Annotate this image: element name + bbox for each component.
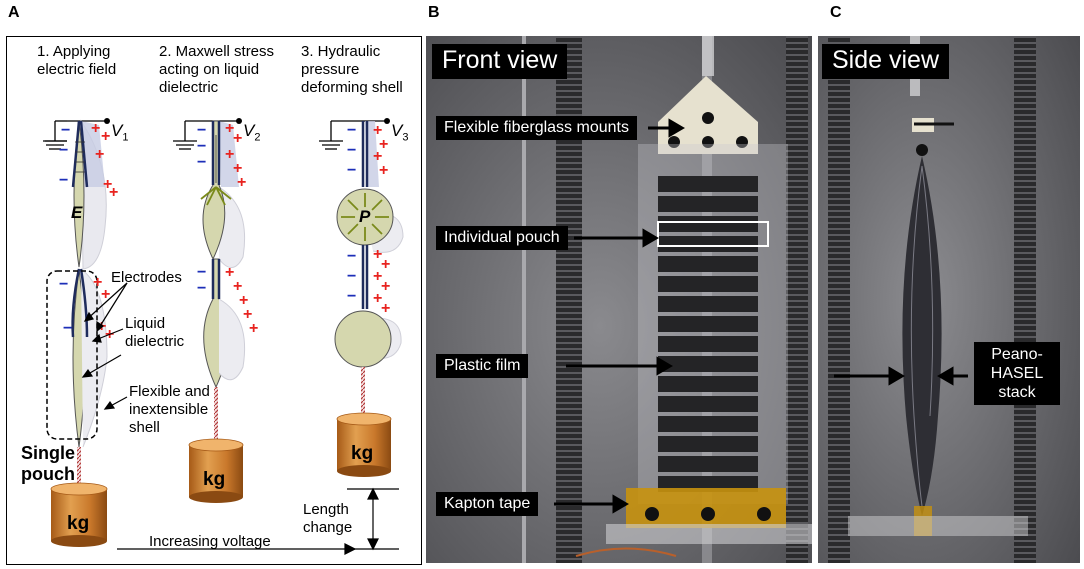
pouch-column-3: −−− −−− ++++ +++ +++ bbox=[319, 118, 404, 477]
electrodes-label: Electrodes bbox=[111, 269, 182, 286]
panel-letter-b: B bbox=[428, 4, 440, 21]
svg-text:−: − bbox=[59, 172, 68, 189]
plastic-film-label: Plastic film bbox=[436, 354, 529, 378]
svg-text:+: + bbox=[91, 120, 100, 137]
svg-text:+: + bbox=[379, 136, 388, 153]
svg-text:−: − bbox=[347, 268, 356, 285]
svg-text:+: + bbox=[373, 290, 382, 307]
svg-text:+: + bbox=[101, 128, 110, 145]
svg-text:−: − bbox=[347, 142, 356, 159]
svg-text:+: + bbox=[373, 148, 382, 165]
panel-b-front-view-photo: Front view Flexible fiberglass mounts In… bbox=[426, 36, 812, 563]
increasing-voltage-label: Increasing voltage bbox=[149, 533, 271, 550]
field-symbol: E bbox=[71, 203, 83, 222]
svg-text:+: + bbox=[373, 122, 382, 139]
weight-1-label: kg bbox=[67, 513, 90, 534]
weight-3-label: kg bbox=[351, 443, 374, 464]
pouch-column-1: −−− −− +++ ++ ++++ bbox=[43, 118, 118, 547]
svg-text:+: + bbox=[103, 176, 112, 193]
length-change-label: Length change bbox=[303, 501, 353, 536]
svg-text:+: + bbox=[233, 278, 242, 295]
svg-text:−: − bbox=[347, 288, 356, 305]
side-view-title: Side view bbox=[822, 44, 949, 79]
svg-text:−: − bbox=[197, 122, 206, 139]
step-3-label: 3. Hydraulic pressure deforming shell bbox=[301, 43, 403, 96]
svg-text:+: + bbox=[109, 184, 118, 201]
svg-text:+: + bbox=[379, 162, 388, 179]
voltage-v3: V3 bbox=[391, 121, 409, 144]
panel-letter-c: C bbox=[830, 4, 842, 21]
svg-text:+: + bbox=[381, 256, 390, 273]
svg-text:+: + bbox=[101, 286, 110, 303]
individual-pouch-label: Individual pouch bbox=[436, 226, 568, 250]
svg-text:+: + bbox=[243, 306, 252, 323]
svg-text:−: − bbox=[347, 162, 356, 179]
voltage-v2: V2 bbox=[243, 121, 261, 144]
svg-text:+: + bbox=[249, 320, 258, 337]
step-2-label: 2. Maxwell stress acting on liquid diele… bbox=[159, 43, 275, 96]
panel-a-diagram: −−− −− +++ ++ ++++ bbox=[6, 36, 422, 565]
svg-text:+: + bbox=[237, 174, 246, 191]
svg-text:−: − bbox=[61, 122, 70, 139]
annotation-arrows bbox=[81, 282, 399, 555]
svg-text:+: + bbox=[381, 300, 390, 317]
pouch-column-2: −−− −− +++ ++ +++ ++ bbox=[173, 118, 258, 503]
kapton-tape-label: Kapton tape bbox=[436, 492, 539, 516]
mounts-label: Flexible fiberglass mounts bbox=[436, 116, 637, 140]
svg-text:−: − bbox=[59, 276, 68, 293]
svg-text:−: − bbox=[63, 320, 72, 337]
svg-text:+: + bbox=[233, 130, 242, 147]
panel-c-side-view-photo: Side view Peano-HASEL stack bbox=[818, 36, 1080, 563]
svg-text:+: + bbox=[225, 264, 234, 281]
svg-text:+: + bbox=[225, 146, 234, 163]
shell-label: Flexible and inextensible shell bbox=[129, 383, 210, 436]
voltage-v1: V1 bbox=[111, 121, 129, 144]
liquid-dielectric-label: Liquid dielectric bbox=[125, 315, 185, 350]
svg-text:−: − bbox=[347, 248, 356, 265]
peano-hasel-stack-label: Peano-HASEL stack bbox=[974, 342, 1060, 405]
svg-text:+: + bbox=[233, 160, 242, 177]
hasel-diagram: −−− −− +++ ++ ++++ bbox=[43, 118, 404, 555]
svg-text:+: + bbox=[225, 120, 234, 137]
side-view-illustration bbox=[818, 36, 1080, 563]
svg-text:+: + bbox=[381, 278, 390, 295]
single-pouch-label: Single pouch bbox=[21, 443, 76, 484]
svg-text:−: − bbox=[347, 122, 356, 139]
svg-text:−: − bbox=[59, 142, 68, 159]
svg-text:+: + bbox=[95, 146, 104, 163]
svg-text:+: + bbox=[373, 268, 382, 285]
weight-2-label: kg bbox=[203, 469, 226, 490]
svg-text:−: − bbox=[197, 154, 206, 171]
svg-text:+: + bbox=[239, 292, 248, 309]
svg-text:+: + bbox=[373, 246, 382, 263]
front-view-title: Front view bbox=[432, 44, 568, 79]
svg-text:+: + bbox=[93, 274, 102, 291]
pouch-highlight-box bbox=[657, 221, 769, 247]
step-1-label: 1. Applying electric field bbox=[37, 43, 117, 78]
svg-text:−: − bbox=[197, 280, 206, 297]
svg-text:−: − bbox=[197, 264, 206, 281]
pressure-symbol: P bbox=[359, 207, 371, 226]
svg-text:−: − bbox=[197, 138, 206, 155]
panel-letter-a: A bbox=[8, 4, 20, 21]
